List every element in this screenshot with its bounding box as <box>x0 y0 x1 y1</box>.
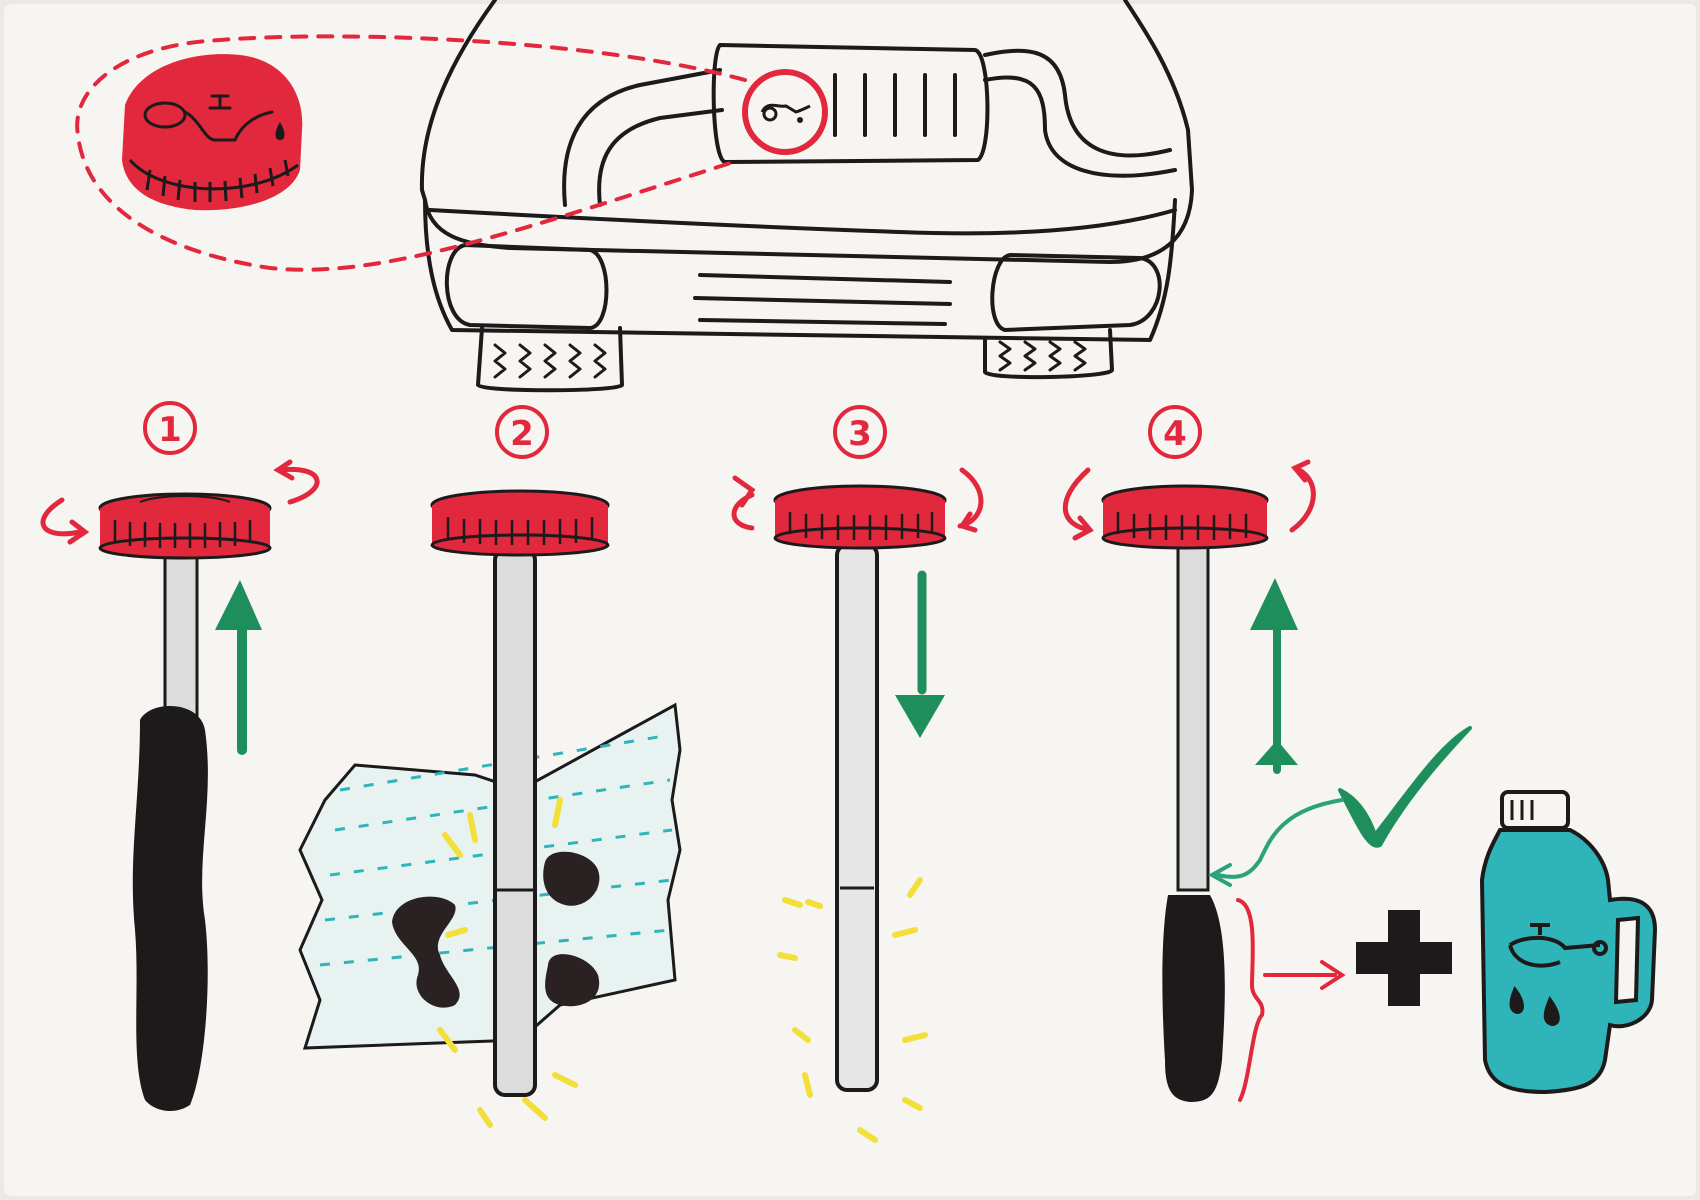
step-3-number: 3 <box>848 414 872 454</box>
dipstick-rod <box>165 550 197 730</box>
bottle-handle-hole <box>1616 918 1638 1002</box>
oily-dipstick-end <box>133 706 208 1111</box>
dipstick-cap <box>1103 486 1267 548</box>
zoomed-oil-cap <box>122 54 302 210</box>
dipstick-rod <box>1178 545 1208 890</box>
dipstick-rod <box>837 545 877 1090</box>
dipstick-rod <box>495 550 535 1095</box>
step-4-number: 4 <box>1163 414 1187 454</box>
step-2-number: 2 <box>510 414 534 454</box>
step-1-number: 1 <box>158 410 182 450</box>
oil-coated-end <box>1162 895 1224 1102</box>
dipstick-cap <box>775 486 945 548</box>
dipstick-cap <box>100 494 270 558</box>
dipstick-cap <box>432 491 608 555</box>
